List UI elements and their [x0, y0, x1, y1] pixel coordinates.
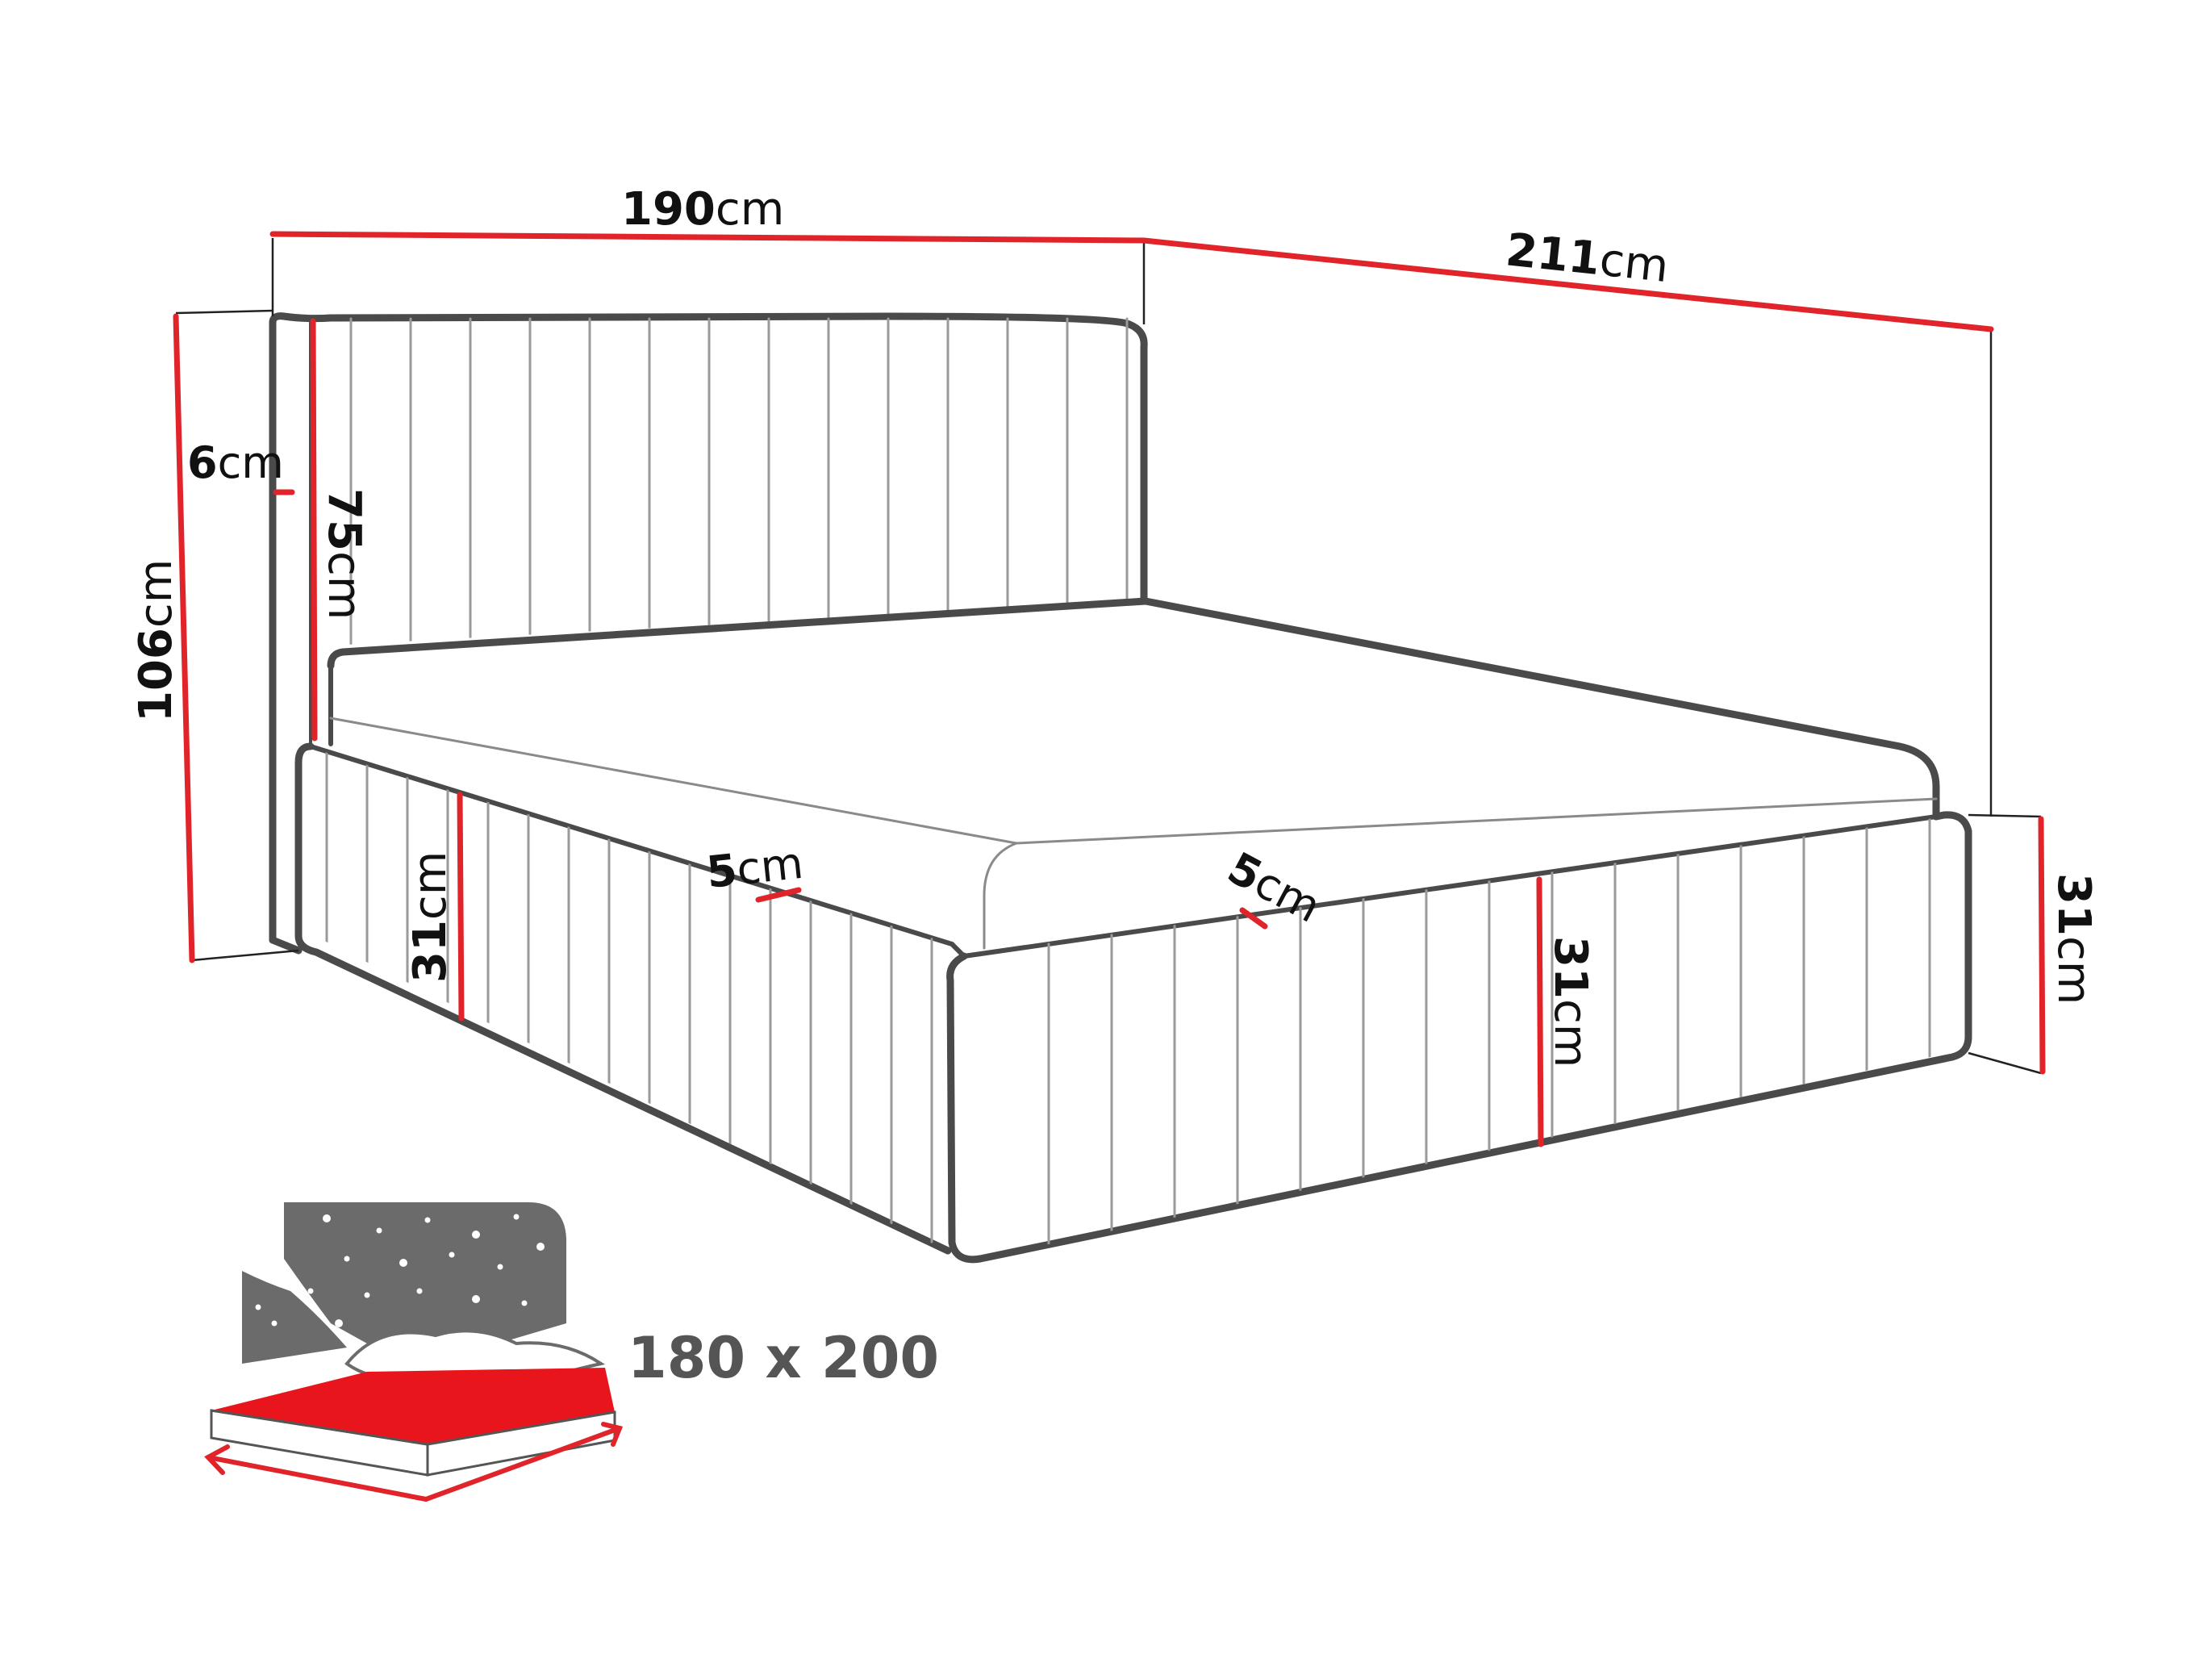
headboard-channels — [349, 317, 1129, 746]
label-rail-thickness-left: 5cm — [704, 838, 806, 898]
foot-board — [946, 811, 1972, 1264]
dim-line-width — [269, 231, 1147, 244]
night-sky-shape — [284, 1202, 566, 1348]
star — [513, 1214, 520, 1220]
dim-line-frame-height-front — [1536, 876, 1544, 1147]
star — [255, 1304, 261, 1310]
star — [399, 1259, 407, 1267]
star — [376, 1227, 382, 1234]
dimension-labels: 190cm 211cm 106cm 6cm 75cm 31cm 5cm 5cm … — [130, 183, 2100, 1068]
star — [536, 1243, 545, 1251]
star — [472, 1295, 480, 1303]
star — [307, 1288, 314, 1294]
mattress-front-edge — [329, 717, 1018, 950]
rail-joint — [949, 942, 966, 959]
foot-board-outline — [946, 811, 1972, 1264]
size-arrows — [204, 1422, 624, 1502]
dim-line-length — [1141, 237, 1994, 332]
foot-board-channels — [1047, 816, 1931, 1246]
headboard-outline — [269, 312, 1148, 605]
dim-line-rail-thickness-right — [1239, 907, 1268, 930]
label-width: 190cm — [621, 183, 784, 236]
side-rail-top — [308, 744, 954, 947]
bed-illustration — [269, 312, 1972, 1264]
mattress — [327, 597, 1940, 950]
star — [472, 1231, 480, 1239]
dim-line-frame-height-right — [2038, 816, 2046, 1075]
star — [323, 1214, 331, 1222]
label-total-height: 106cm — [130, 559, 182, 722]
star — [497, 1264, 503, 1270]
foot-board-top — [962, 814, 1939, 959]
dimension-lines — [173, 231, 2046, 1147]
star — [335, 1319, 343, 1327]
guide-lines — [175, 238, 2042, 1075]
night-sky-wing — [242, 1271, 347, 1364]
star — [449, 1252, 455, 1258]
star — [271, 1320, 278, 1327]
headboard-left-edge — [269, 319, 303, 955]
label-rail-height-left: 31cm — [404, 851, 457, 983]
side-rail-left — [294, 742, 954, 1255]
star — [521, 1300, 528, 1306]
mattress-night-icon: 180 x 200 — [204, 1202, 939, 1502]
left-rail-channels — [325, 750, 933, 1243]
mattress-size-label: 180 x 200 — [628, 1325, 939, 1391]
mattress-top-outline — [327, 597, 1940, 819]
mattress-edge — [211, 1409, 428, 1446]
star — [344, 1256, 350, 1262]
star — [424, 1217, 431, 1223]
mattress-seam — [1015, 797, 1938, 845]
label-headboard-thickness: 6cm — [187, 437, 284, 488]
label-length: 211cm — [1504, 224, 1672, 293]
star — [364, 1292, 370, 1298]
label-frame-height-front: 31cm — [1544, 936, 1596, 1068]
star — [416, 1288, 423, 1294]
label-headboard-height: 75cm — [318, 488, 370, 620]
dim-line-headboard-height — [310, 318, 318, 742]
dim-line-total-height — [173, 313, 195, 963]
label-frame-height-right: 31cm — [2047, 873, 2100, 1005]
stars — [255, 1214, 545, 1327]
side-rail-left-outline — [294, 742, 952, 1255]
dim-line-rail-height-left — [457, 792, 465, 1022]
dim-line-rail-thickness-left — [755, 887, 802, 903]
